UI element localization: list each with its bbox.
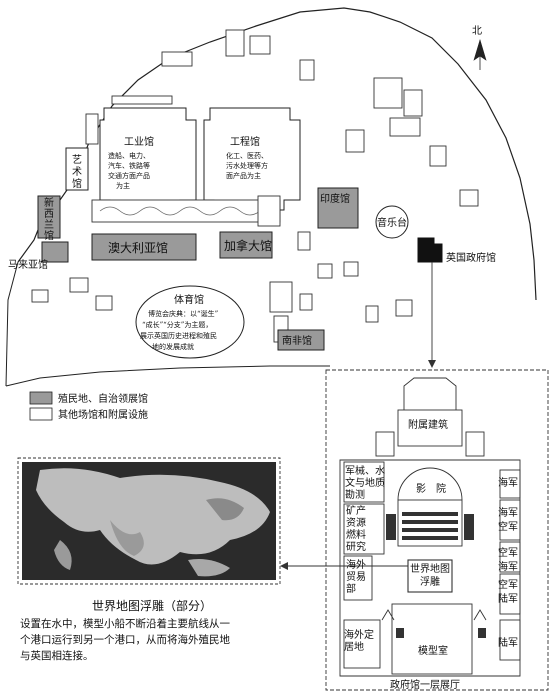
southafrica-pavilion: 南非馆 xyxy=(277,329,325,351)
malaya-pavilion: 马来亚馆 xyxy=(8,241,69,271)
engineering-pavilion: 工程馆 化工、医药、 污水处理等方 面产品为主 xyxy=(203,107,301,211)
malaya-title: 马来亚馆 xyxy=(8,258,48,271)
nz-title-1: 新 xyxy=(44,196,54,209)
north-arrow-icon xyxy=(473,38,487,70)
art-title-1: 艺 xyxy=(72,154,82,166)
engineering-desc-3: 面产品为主 xyxy=(226,171,261,180)
music-stand: 音乐台 xyxy=(375,205,409,239)
cinema-seats xyxy=(386,512,486,638)
room-settle-2: 居地 xyxy=(344,640,364,653)
room-cinema: 影 院 xyxy=(416,482,446,495)
nz-title-3: 兰 xyxy=(44,218,54,231)
room-mineral-3: 燃料 xyxy=(346,528,366,541)
site-bottom-edge xyxy=(5,365,330,387)
stadium: 体育馆 博览会庆典：以“诞生” “成长”“分支”为主题， 展示英国历史进程和殖民… xyxy=(135,285,245,359)
engineering-desc-1: 化工、医药、 xyxy=(226,151,268,160)
room-navyair-1: 海军 xyxy=(498,506,518,519)
industry-desc-2: 汽车、铁路等 xyxy=(108,161,150,170)
room-annex: 附属建筑 xyxy=(408,418,448,431)
stadium-desc-2: “成长”“分支”为主题， xyxy=(142,320,212,329)
canada-pavilion: 加拿大馆 xyxy=(219,231,273,259)
india-pavilion: 印度馆 xyxy=(317,187,359,229)
gov-pavilion: 英国政府馆 xyxy=(417,237,496,264)
industry-desc-4: 为主 xyxy=(116,181,130,190)
australia-title: 澳大利亚馆 xyxy=(108,240,168,255)
room-settle-1: 海外定 xyxy=(344,628,374,641)
room-mineral-2: 资源 xyxy=(346,516,366,529)
stadium-desc-3: 展示英国历史进程和殖民 xyxy=(140,331,217,340)
floor-caption: 政府馆一层展厅 xyxy=(390,678,460,691)
stadium-title: 体育馆 xyxy=(174,293,204,306)
nz-title-2: 西 xyxy=(44,209,54,220)
stadium-desc-1: 博览会庆典：以“诞生” xyxy=(148,309,219,318)
room-machinery-1: 军械、水 xyxy=(345,464,385,477)
room-relief-2: 浮雕 xyxy=(420,575,440,588)
garden-strip xyxy=(91,195,281,227)
room-trade-1: 海外 xyxy=(346,558,366,571)
room-machinery-3: 勘测 xyxy=(345,488,365,501)
room-airarmy-2: 陆军 xyxy=(498,592,518,605)
room-model: 模型室 xyxy=(418,644,448,657)
industry-desc-3: 交通方面产品 xyxy=(108,171,150,180)
industry-desc-1: 造船、电力、 xyxy=(108,151,150,160)
inset-caption-line3: 与英国相连接。 xyxy=(20,650,94,662)
room-airnavy-2: 海军 xyxy=(498,560,518,573)
engineering-desc-2: 污水处理等方 xyxy=(226,161,268,170)
site-left-edge xyxy=(5,261,19,387)
legend-swatch-other xyxy=(29,407,53,421)
engineering-pavilion-title: 工程馆 xyxy=(230,135,260,148)
inset-title: 世界地图浮雕（部分） xyxy=(92,599,213,613)
room-machinery-2: 文与地质 xyxy=(345,476,385,489)
north-buildings xyxy=(85,29,479,207)
floor-plan xyxy=(339,377,521,677)
room-trade-2: 贸易 xyxy=(346,571,366,583)
nz-title-4: 馆 xyxy=(44,229,54,242)
room-relief-1: 世界地图 xyxy=(410,562,450,575)
room-army: 陆军 xyxy=(498,636,518,649)
room-navyair-2: 空军 xyxy=(498,520,518,533)
music-title: 音乐台 xyxy=(377,216,407,229)
inset-caption-line2: 个港口运行到另一个港口，从而将海外殖民地 xyxy=(20,634,230,646)
inset-frame xyxy=(17,457,281,585)
room-mineral-1: 矿产 xyxy=(346,504,366,517)
legend-swatch-colony xyxy=(29,391,53,405)
room-airnavy-1: 空军 xyxy=(498,546,518,559)
india-title: 印度馆 xyxy=(320,192,350,205)
industry-pavilion-title: 工业馆 xyxy=(124,135,154,148)
room-airarmy-1: 空军 xyxy=(498,578,518,591)
art-title-3: 馆 xyxy=(72,177,82,190)
southafrica-title: 南非馆 xyxy=(282,334,312,347)
newzealand-pavilion: 新 西 兰 馆 xyxy=(37,195,61,242)
stadium-desc-4: 地的发展成就 xyxy=(152,342,194,351)
gov-title: 英国政府馆 xyxy=(446,251,496,264)
world-relief-photo xyxy=(22,462,276,580)
legend: 殖民地、自治领展馆 其他场馆和附属设施 xyxy=(29,391,148,421)
art-pavilion: 艺 术 馆 xyxy=(65,147,89,191)
australia-pavilion: 澳大利亚馆 xyxy=(91,233,197,261)
room-trade-3: 部 xyxy=(346,582,356,595)
canada-title: 加拿大馆 xyxy=(224,238,272,253)
room-mineral-4: 研究 xyxy=(346,540,366,553)
room-navy: 海军 xyxy=(498,476,518,489)
industry-pavilion: 工业馆 造船、电力、 汽车、铁路等 交通方面产品 为主 xyxy=(99,107,197,211)
legend-label-other: 其他场馆和附属设施 xyxy=(58,408,148,421)
pointer-lines xyxy=(280,262,436,570)
inset-caption-line1: 设置在水中，模型小船不断沿着主要航线从一 xyxy=(20,618,230,630)
legend-label-colony: 殖民地、自治领展馆 xyxy=(58,392,148,405)
north-label: 北 xyxy=(472,25,482,37)
art-title-2: 术 xyxy=(72,166,82,178)
floor-plan-frame xyxy=(325,369,549,691)
